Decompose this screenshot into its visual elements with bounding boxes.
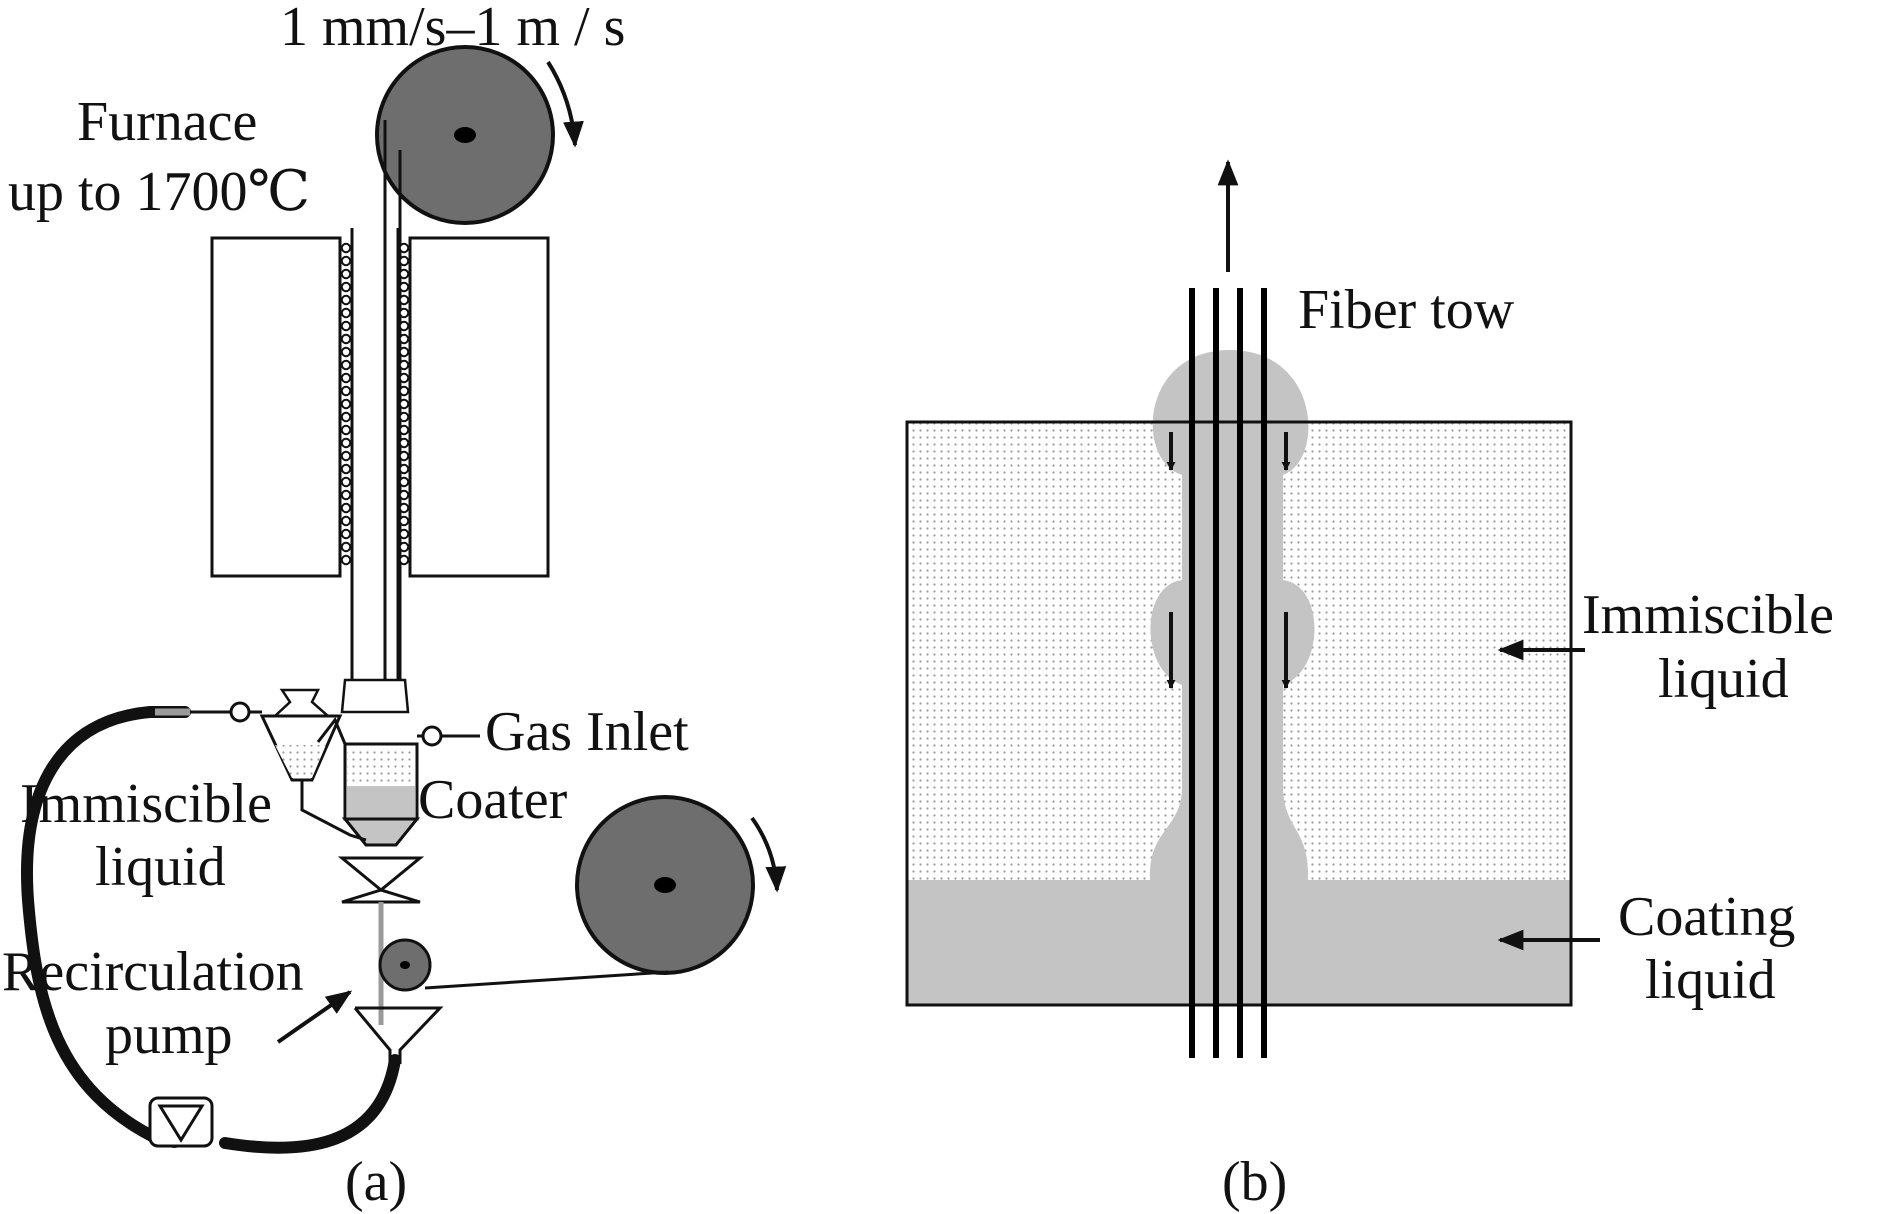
gas-inlet-valve [421,725,443,747]
fiber-to-payoff [424,970,669,990]
coil-loop [398,242,410,254]
panel-a: 1 mm/s–1 m / s Furnace up to 1700℃ Gas I… [2,0,787,1213]
speed-label: 1 mm/s–1 m / s [280,0,625,58]
coil-loop [398,541,410,553]
payoff-spool-rotation-arrow [750,816,787,893]
coil-loop [340,398,352,410]
coating-label-b: Coating [1618,886,1795,948]
coil-loop [340,359,352,371]
coil-loop [398,554,410,566]
caption-a: (a) [345,1151,407,1213]
top-spool-rotation-arrow [546,60,584,148]
coil-loop [398,281,410,293]
pump-label-1: Recirculation [2,941,304,1003]
top-spool [375,45,555,225]
panel-b: Fiber tow Immiscible liquid Coating liqu… [905,159,1834,1213]
coil-loop [398,411,410,423]
coil-loop [340,515,352,527]
recirculation-tube [21,706,401,1154]
coil-loop [398,489,410,501]
coil-loop [340,385,352,397]
coil-loop [340,463,352,475]
coil-loop [398,528,410,540]
coil-loop [398,372,410,384]
coil-loop [340,333,352,345]
coil-loop [340,281,352,293]
coil-loop [340,255,352,267]
immiscible-label-a: Immiscible [20,773,272,835]
coil-loop [340,554,352,566]
coil-loop [340,502,352,514]
immiscible-label-b-2: liquid [1658,648,1789,710]
coil-loop [398,424,410,436]
furnace [210,236,550,578]
coil-loop [398,307,410,319]
coil-loop [340,424,352,436]
heating-coil-left [339,240,353,574]
heating-coil-right [397,240,411,574]
coil-loop [398,346,410,358]
fiber-tow [1189,288,1267,1058]
coil-loop [398,385,410,397]
furnace-temp-label: up to 1700℃ [8,161,310,223]
coil-loop [398,359,410,371]
fiber-tow-label: Fiber tow [1298,279,1515,341]
coil-loop [398,463,410,475]
coil-loop [398,398,410,410]
coil-loop [398,450,410,462]
coil-loop [398,255,410,267]
coil-loop [398,320,410,332]
coil-loop [398,476,410,488]
coil-loop [398,515,410,527]
coil-loop [340,268,352,280]
furnace-label: Furnace [77,91,257,153]
pump-pointer-arrow [276,990,353,1044]
gas-inlet-label: Gas Inlet [485,701,689,763]
coil-loop [340,437,352,449]
coating-label-b-2: liquid [1645,949,1776,1011]
separator-funnel [185,688,367,842]
pump-label-2: pump [105,1004,233,1066]
coil-loop [340,372,352,384]
coil-loop [340,541,352,553]
coil-loop [340,294,352,306]
coil-loop [340,346,352,358]
payoff-spool [575,795,755,975]
caption-b: (b) [1222,1151,1287,1213]
flow-arrows [1166,432,1291,689]
immiscible-label-a-2: liquid [95,836,226,898]
coil-loop [340,320,352,332]
guide-pulley [378,938,432,992]
coil-loop [398,502,410,514]
immiscible-label-b: Immiscible [1582,584,1834,646]
coater-die [337,856,425,904]
coil-loop [340,411,352,423]
coil-loop [340,450,352,462]
coater-label: Coater [418,769,568,831]
coil-loop [398,268,410,280]
coil-loop [340,242,352,254]
coil-loop [340,489,352,501]
coil-loop [340,476,352,488]
coil-loop [398,437,410,449]
coil-loop [340,528,352,540]
coil-loop [398,333,410,345]
recirculation-pump [148,1096,214,1148]
coil-loop [340,307,352,319]
coil-loop [398,294,410,306]
